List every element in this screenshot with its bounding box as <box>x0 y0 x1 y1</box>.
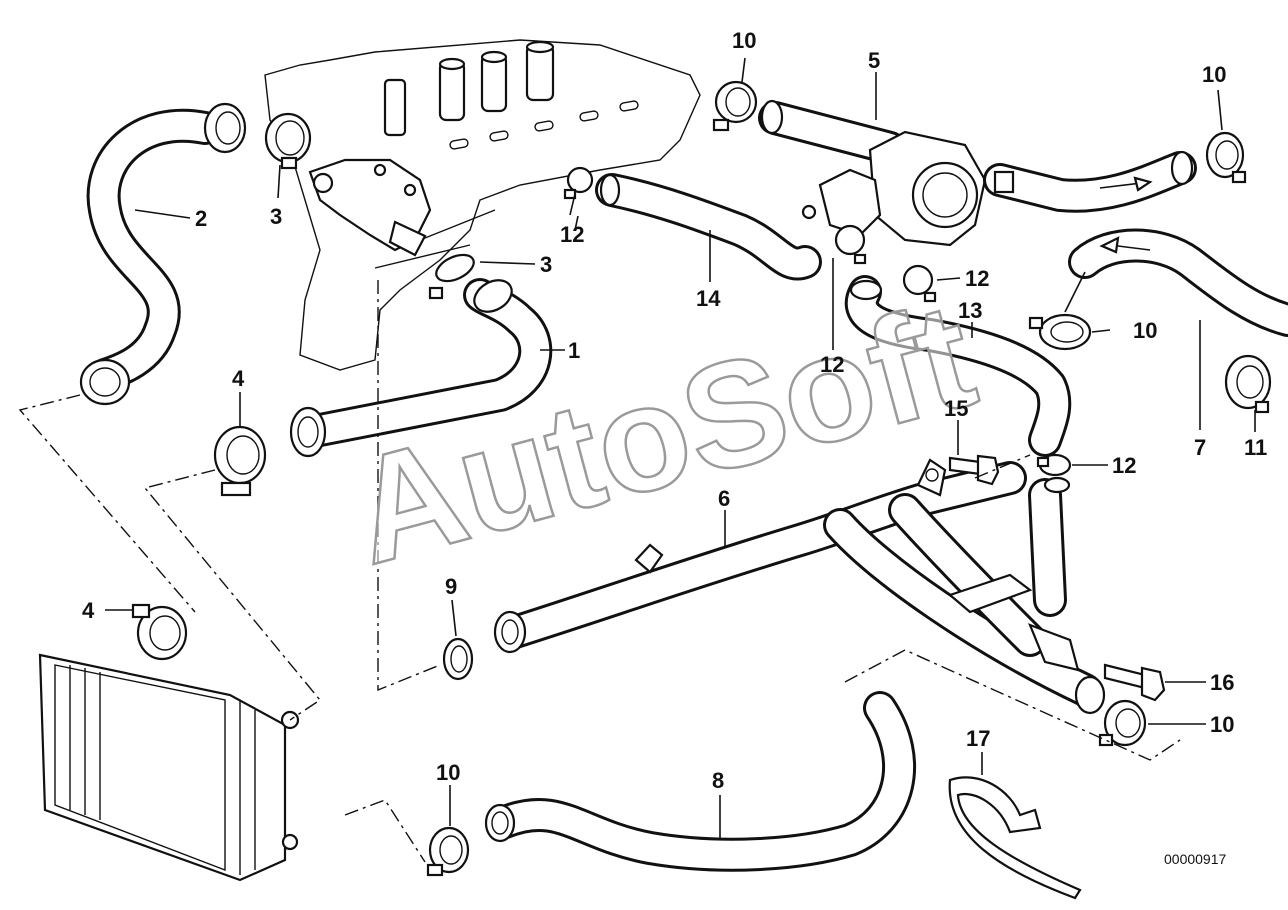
callout-17: 17 <box>966 726 990 751</box>
callout-12-c: 12 <box>965 266 989 291</box>
intake-port-2 <box>438 60 466 122</box>
callout-3-upper: 3 <box>270 204 282 229</box>
callout-16: 16 <box>1210 670 1234 695</box>
leader-lines <box>105 57 1256 840</box>
clamp-10-lower-right <box>1098 699 1147 747</box>
clamp-3-upper <box>264 112 312 170</box>
callouts: 10 5 10 2 3 12 3 14 12 13 10 1 12 4 15 1… <box>82 28 1267 793</box>
strap-17 <box>948 776 1082 900</box>
callout-12-d: 12 <box>1112 453 1136 478</box>
clamp-4-upper <box>213 425 267 497</box>
hose-7 <box>1068 228 1288 337</box>
clamp-4-lower <box>131 603 188 661</box>
hose-13 <box>844 275 1072 457</box>
radiator <box>38 653 300 882</box>
reference-number: 00000917 <box>1164 851 1227 867</box>
callout-9: 9 <box>445 574 457 599</box>
callout-11: 11 <box>1244 435 1267 460</box>
clamp-3-lower <box>428 253 475 300</box>
callout-2: 2 <box>195 206 207 231</box>
clamp-12-b <box>834 224 867 265</box>
clamp-12-a <box>563 166 594 200</box>
clamp-10-top <box>712 80 758 132</box>
callout-15: 15 <box>944 396 968 421</box>
callout-8: 8 <box>712 768 724 793</box>
intake-port-3 <box>480 53 508 113</box>
watermark: AutoSoft <box>335 270 990 596</box>
callout-12-b: 12 <box>820 352 844 377</box>
bolt-15 <box>948 454 1000 486</box>
clamp-12-d <box>1036 453 1072 477</box>
callout-10-mid: 10 <box>1133 318 1157 343</box>
bolt-16 <box>1103 663 1166 702</box>
pipe-5 <box>758 99 1197 247</box>
callout-10-right: 10 <box>1202 62 1226 87</box>
hose-1 <box>289 278 553 458</box>
callout-4-lower: 4 <box>82 598 95 623</box>
hose-2 <box>79 102 247 406</box>
callout-1: 1 <box>568 338 580 363</box>
callout-13: 13 <box>958 298 982 323</box>
callout-10-lower-right: 10 <box>1210 712 1234 737</box>
clamp-10-bottom <box>426 826 470 877</box>
pipe-6 <box>493 458 1106 715</box>
clamp-10-right <box>1205 131 1247 184</box>
callout-12-a: 12 <box>560 222 584 247</box>
callout-4-upper: 4 <box>232 366 245 391</box>
hose-8 <box>484 691 917 872</box>
intake-port-1 <box>383 78 407 137</box>
callout-7: 7 <box>1194 435 1206 460</box>
callout-3-lower: 3 <box>540 252 552 277</box>
sealing-ring-9 <box>442 637 474 681</box>
callout-6: 6 <box>718 486 730 511</box>
engine-block <box>264 39 701 371</box>
hose-14 <box>595 173 822 281</box>
clamp-10-mid <box>1028 313 1092 351</box>
clamp-12-c <box>902 264 937 303</box>
callout-14: 14 <box>696 286 721 311</box>
callout-10-bottom: 10 <box>436 760 460 785</box>
callout-10-top: 10 <box>732 28 756 53</box>
callout-5: 5 <box>868 48 880 73</box>
intake-port-4 <box>525 43 555 102</box>
clamp-11 <box>1224 354 1272 414</box>
assembly-lines <box>18 280 1181 863</box>
